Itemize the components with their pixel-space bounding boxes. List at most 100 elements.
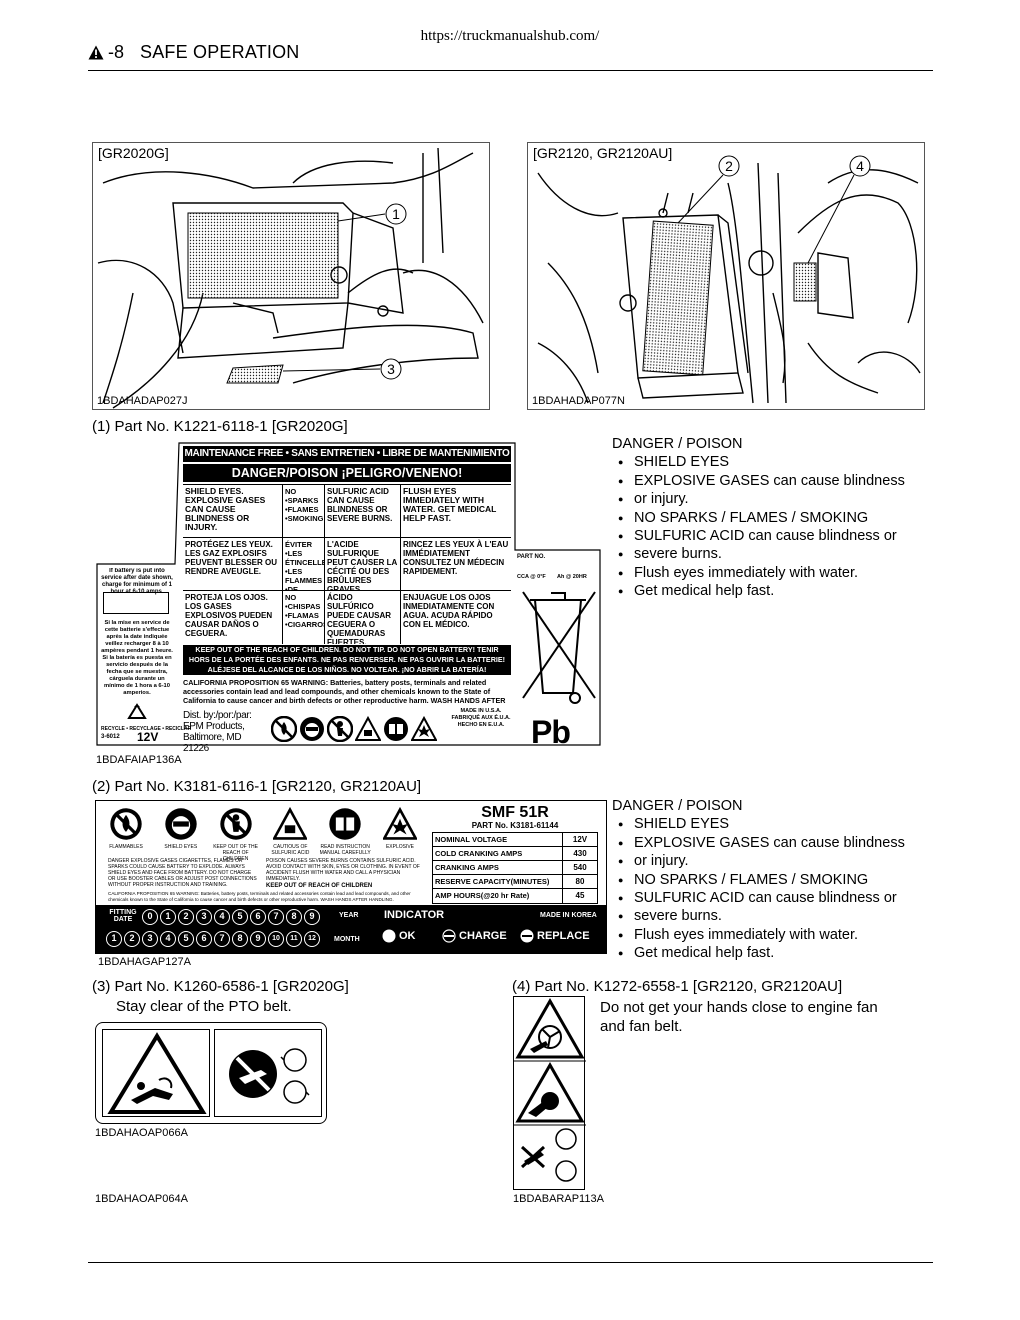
label-pto-belt <box>95 1022 327 1124</box>
date-digit-circle: 11 <box>286 931 302 947</box>
label-prop65: CALIFORNIA PROPOSITION 65 WARNING: Batte… <box>183 678 506 706</box>
read-manual-icon <box>329 808 361 840</box>
date-digit-circle: 1 <box>106 931 122 947</box>
battery-location-drawing: 1 3 <box>97 147 484 409</box>
bullet-item: SULFURIC ACID can cause blindness or <box>612 527 932 546</box>
label-voltage: 12V <box>137 730 159 744</box>
icon-caption: FLAMMABLES <box>109 844 143 850</box>
warning-cell: L'ACIDE SULFURIQUE PEUT CAUSER LA CÉCITÉ… <box>325 538 401 591</box>
date-digit-circle: 6 <box>196 931 212 947</box>
footer-rule <box>88 1262 933 1263</box>
label-part-no: PART NO. <box>517 554 546 560</box>
icon-caption: READ INSTRUCTION MANUAL CAREFULLY <box>319 844 371 856</box>
label-cca: CCA @ 0°F <box>517 574 546 580</box>
icon-col: READ INSTRUCTION MANUAL CAREFULLY <box>319 807 371 862</box>
date-digit-circle: 2 <box>178 909 194 925</box>
part4-text-line2: and fan belt. <box>600 1018 683 1035</box>
warning-triangle-icon <box>88 45 104 60</box>
bullet-item: or injury. <box>612 490 932 509</box>
bullet-item: Flush eyes immediately with water. <box>612 926 932 945</box>
bullet-item: SULFURIC ACID can cause blindness or <box>612 889 932 908</box>
bullet-item: NO SPARKS / FLAMES / SMOKING <box>612 509 932 528</box>
explosive-icon <box>382 807 417 840</box>
part3-caption: (3) Part No. K1260-6586-1 [GR2020G] <box>92 978 349 995</box>
crossed-bin-icon <box>522 591 596 704</box>
part1-code: 1BDAFAIAP136A <box>96 754 182 766</box>
label-warning-grid: SHIELD EYES. EXPLOSIVE GASES CAN CAUSE B… <box>183 484 511 644</box>
part3-text: Stay clear of the PTO belt. <box>116 998 292 1015</box>
read-manual-icon <box>384 717 408 741</box>
label-icons-row: FLAMMABLES SHIELD EYES KEEP OUT OF THE R… <box>100 807 426 862</box>
charge-label: CHARGE <box>459 930 507 942</box>
keep-children-away-icon <box>219 808 252 840</box>
date-digit-circle: 4 <box>214 909 230 925</box>
part2-bullets: DANGER / POISON SHIELD EYES EXPLOSIVE GA… <box>612 797 932 963</box>
bullet-item: or injury. <box>612 852 932 871</box>
icon-caption: SHIELD EYES <box>164 844 198 850</box>
date-digit-circle: 4 <box>160 931 176 947</box>
date-digit-circle: 2 <box>124 931 140 947</box>
part2-code: 1BDAHAGAP127A <box>98 956 191 968</box>
entanglement-warning-icon <box>107 1032 207 1114</box>
date-digit-circle: 0 <box>142 909 158 925</box>
label-keep-out: KEEP OUT OF REACH OF CHILDREN <box>266 883 373 889</box>
callout-1: 1 <box>392 206 400 222</box>
bullet-item: severe burns. <box>612 545 932 564</box>
label-hazard-icons <box>271 716 441 742</box>
icon-col: SHIELD EYES <box>155 807 207 862</box>
date-digit-circle: 9 <box>304 909 320 925</box>
date-digit-circle: 9 <box>250 931 266 947</box>
label-fan-belt <box>513 996 586 1190</box>
date-digit-circle: 5 <box>232 909 248 925</box>
replace-label: REPLACE <box>537 930 590 942</box>
bullets-title: DANGER / POISON <box>612 798 743 814</box>
label-ah: Ah @ 20HR <box>557 574 587 580</box>
spec-row: AMP HOURS(@20 hr Rate)45 <box>433 889 597 903</box>
indicator-charge: CHARGE <box>442 929 507 943</box>
bullet-item: Get medical help fast. <box>612 944 932 963</box>
lead-symbol: Pb <box>531 714 571 750</box>
battery-location-drawing: 2 4 <box>537 155 921 404</box>
header-rule <box>88 70 933 71</box>
label-smf-51r: FLAMMABLES SHIELD EYES KEEP OUT OF THE R… <box>95 800 607 954</box>
indicator-ok: OK <box>382 929 416 943</box>
spec-row: RESERVE CAPACITY(MINUTES)80 <box>433 875 597 889</box>
label-poison-text: POISON CAUSES SEVERE BURNS CONTAINS SULF… <box>266 858 420 882</box>
source-url[interactable]: https://truckmanualshub.com/ <box>420 28 600 44</box>
label-part-number: PART No. K3181-61144 <box>471 821 559 830</box>
label-made-in: MADE IN U.S.A. FABRIQUÉ AUX É.U.A. HECHO… <box>451 708 511 728</box>
bullet-item: SHIELD EYES <box>612 815 932 834</box>
page-number: -8 <box>108 42 125 62</box>
label-danger-banner: DANGER/POISON ¡PELIGRO/VENENO! <box>183 464 511 482</box>
indicator-replace: REPLACE <box>520 929 590 943</box>
bullet-item: severe burns. <box>612 907 932 926</box>
icon-col: KEEP OUT OF THE REACH OF CHILDREN <box>210 807 262 862</box>
fan-belt-warning-drawing <box>514 997 586 1182</box>
bullet-item: Get medical help fast. <box>612 582 932 601</box>
date-digit-circle: 8 <box>232 931 248 947</box>
acid-burn-icon <box>355 716 381 741</box>
label-maintenance-free: MAINTENANCE FREE • SANS ENTRETIEN • LIBR… <box>95 440 602 754</box>
warning-cell: ÉVITER •LES ÉTINCELLES •LES FLAMMES •DE … <box>283 538 325 591</box>
warning-cell: FLUSH EYES IMMEDIATELY WITH WATER. GET M… <box>401 485 511 538</box>
shield-eyes-icon <box>300 717 324 741</box>
label-model: 3-6012 <box>101 734 120 740</box>
no-flame-icon <box>271 716 297 742</box>
part2-caption: (2) Part No. K3181-6116-1 [GR2120, GR212… <box>92 778 422 795</box>
icon-caption: CAUTIOUS OF SULFURIC ACID <box>271 844 310 856</box>
fitting-date-label: FITTING DATE <box>109 909 137 923</box>
label-prop65: CALIFORNIA PROPOSITION 65 WARNING: Batte… <box>108 891 411 902</box>
part1-caption: (1) Part No. K1221-6118-1 [GR2020G] <box>92 418 348 435</box>
warning-cell: NO •CHISPAS •FLAMAS •CIGARROS <box>283 591 325 644</box>
acid-burn-icon <box>273 807 308 840</box>
part4-code: 1BDABARAP113A <box>513 1193 604 1205</box>
warning-cell: ENJUAGUE LOS OJOS INMEDIATAMENTE CON AGU… <box>403 593 495 629</box>
pto-prohibition-panel <box>214 1029 322 1117</box>
date-digit-circle: 10 <box>268 931 284 947</box>
bullets-title: DANGER / POISON <box>612 436 743 452</box>
